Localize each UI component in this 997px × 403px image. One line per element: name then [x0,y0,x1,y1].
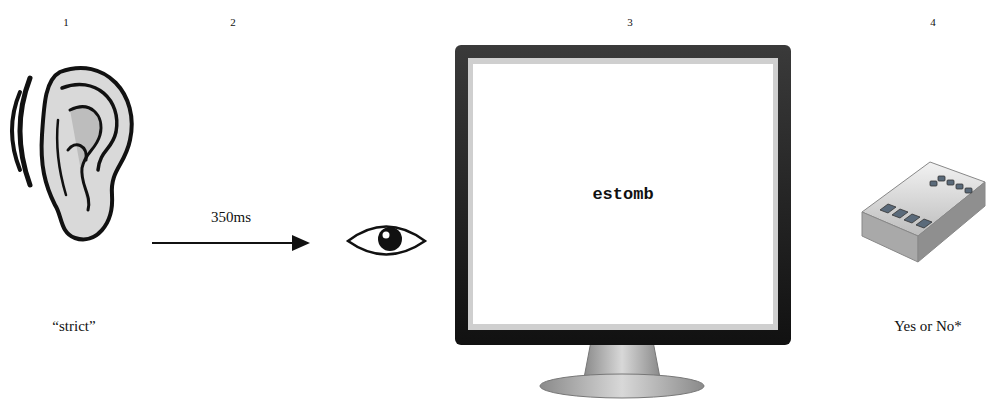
panel-number: 2 [230,16,236,28]
caption-label: “strict” [52,318,95,335]
ear-icon [12,68,132,239]
panel-number: 3 [627,16,633,28]
response-box-icon [862,162,985,262]
time-arrow [152,242,308,244]
stimulus-word: estomb [592,185,653,204]
eye-icon [348,227,425,255]
panel-number: 4 [930,16,936,28]
panel-number: 1 [63,16,69,28]
caption-label: 350ms [211,209,251,226]
monitor-screen: estomb [473,64,773,324]
monitor-icon [455,45,791,398]
caption-label: Yes or No* [894,318,962,335]
